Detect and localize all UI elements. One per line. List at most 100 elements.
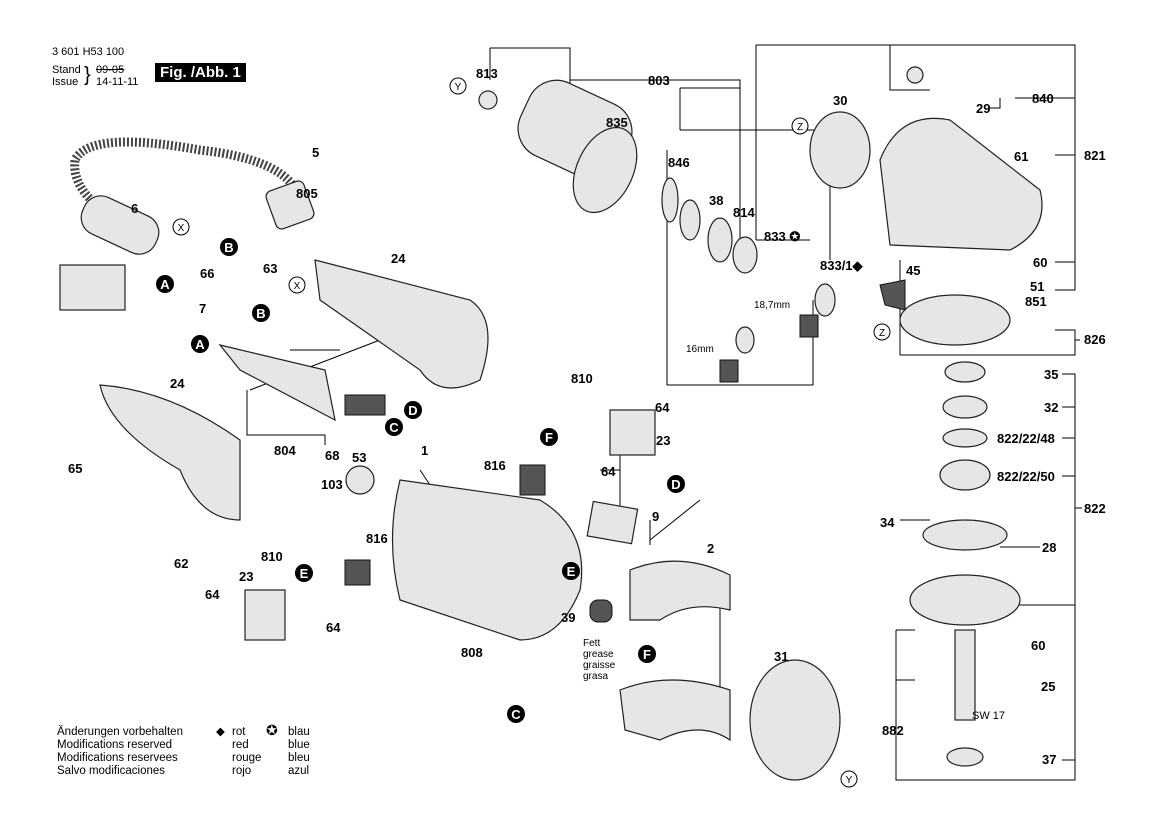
label-61: 61 <box>1014 149 1028 164</box>
label-1: 1 <box>421 443 428 458</box>
svg-text:E: E <box>567 564 576 579</box>
spindle-stack <box>909 361 1021 767</box>
connector-a-2: A <box>191 335 209 353</box>
label-35: 35 <box>1044 367 1058 382</box>
legend-red: rot red rouge rojo <box>232 726 261 778</box>
connector-f-2: F <box>638 645 656 663</box>
label-60-top: 60 <box>1033 255 1047 270</box>
red-es: rojo <box>232 765 252 777</box>
label-68: 68 <box>325 448 339 463</box>
svg-text:grasa: grasa <box>583 671 608 682</box>
connector-e-1: E <box>295 564 313 582</box>
label-64-left: 64 <box>205 587 220 602</box>
label-822-22-50: 822/22/50 <box>997 469 1055 484</box>
figure-label: Fig. /Abb. 1 <box>155 63 246 82</box>
connector-c-2: C <box>507 705 525 723</box>
label-804: 804 <box>274 443 296 458</box>
connector-b-1: B <box>220 238 238 256</box>
svg-text:Fett: Fett <box>583 638 600 649</box>
label-840: 840 <box>1032 91 1054 106</box>
armature <box>478 79 638 214</box>
issue-date: 14-11-11 <box>96 76 139 88</box>
label-2: 2 <box>707 541 714 556</box>
label-53: 53 <box>352 450 366 465</box>
label-822-22-48: 822/22/48 <box>997 431 1055 446</box>
connector-a-1: A <box>156 275 174 293</box>
label-851: 851 <box>1025 294 1047 309</box>
label-63: 63 <box>263 261 277 276</box>
red-fr: rouge <box>232 752 262 764</box>
connector-d-2: D <box>667 475 685 493</box>
svg-text:F: F <box>643 647 651 662</box>
label-810-bottom: 810 <box>261 549 283 564</box>
svg-text:Y: Y <box>455 82 462 93</box>
label-24-handle: 24 <box>391 251 406 266</box>
label-62: 62 <box>174 556 188 571</box>
label-24-side-handle: 24 <box>170 376 185 391</box>
footer-notes: Änderungen vorbehalten Modifications res… <box>57 726 183 778</box>
motor-housing <box>244 409 841 781</box>
svg-text:B: B <box>224 240 233 255</box>
svg-text:X: X <box>178 223 185 234</box>
bearings-small <box>661 177 836 383</box>
svg-text:A: A <box>195 337 205 352</box>
part-labels: 813 803 835 30 840 29 821 61 846 38 814 … <box>68 66 1106 767</box>
connector-y-top: Y <box>449 77 467 95</box>
label-808: 808 <box>461 645 483 660</box>
note-de: Änderungen vorbehalten <box>57 726 183 738</box>
label-882: 882 <box>882 723 904 738</box>
brace: } <box>84 64 91 86</box>
svg-text:grease: grease <box>583 649 614 660</box>
note-en: Modifications reserved <box>57 739 173 751</box>
svg-text:Z: Z <box>879 328 885 339</box>
label-64-top: 64 <box>655 400 670 415</box>
connector-z-top: Z <box>791 117 809 135</box>
label-25: 25 <box>1041 679 1055 694</box>
label-813: 813 <box>476 66 498 81</box>
label-9: 9 <box>652 509 659 524</box>
label-5: 5 <box>312 145 319 160</box>
label-7: 7 <box>199 301 206 316</box>
note-fr: Modifications reservees <box>57 752 178 764</box>
label-64-mid: 64 <box>601 464 616 479</box>
handle-parts <box>59 259 489 521</box>
label-103: 103 <box>321 477 343 492</box>
label-23-bottom: 23 <box>239 569 253 584</box>
note-es: Salvo modificaciones <box>57 765 166 777</box>
label-30: 30 <box>833 93 847 108</box>
label-37: 37 <box>1042 752 1056 767</box>
label-28: 28 <box>1042 540 1056 555</box>
label-34: 34 <box>880 515 895 530</box>
label-51: 51 <box>1030 279 1044 294</box>
svg-text:Y: Y <box>846 775 853 786</box>
label-38: 38 <box>709 193 723 208</box>
label-64-bottom: 64 <box>326 620 341 635</box>
svg-text:C: C <box>511 707 521 722</box>
svg-text:D: D <box>408 403 417 418</box>
blue-es: azul <box>288 765 310 777</box>
connector-b-2: B <box>252 304 270 322</box>
svg-text:Z: Z <box>797 122 803 133</box>
red-de: rot <box>232 726 246 738</box>
svg-text:graisse: graisse <box>583 660 616 671</box>
part-number: 3 601 H53 100 <box>52 46 125 58</box>
star-circle-icon: ✪ <box>266 722 278 738</box>
label-805: 805 <box>296 186 318 201</box>
power-cord <box>70 137 315 255</box>
label-833-1: 833/1◆ <box>820 258 864 273</box>
label-45: 45 <box>906 263 920 278</box>
label-66: 66 <box>200 266 214 281</box>
connector-y-bottom: Y <box>840 770 858 788</box>
label-826: 826 <box>1084 332 1106 347</box>
diamond-icon: ◆ <box>216 726 225 738</box>
label-835: 835 <box>606 115 628 130</box>
connector-e-2: E <box>562 562 580 580</box>
label-23-top: 23 <box>656 433 670 448</box>
label-6: 6 <box>131 201 138 216</box>
connector-z-mid: Z <box>873 323 891 341</box>
label-822: 822 <box>1084 501 1106 516</box>
gear-housing <box>809 66 1043 346</box>
connector-d-1: D <box>404 401 422 419</box>
blue-en: blue <box>288 739 310 751</box>
